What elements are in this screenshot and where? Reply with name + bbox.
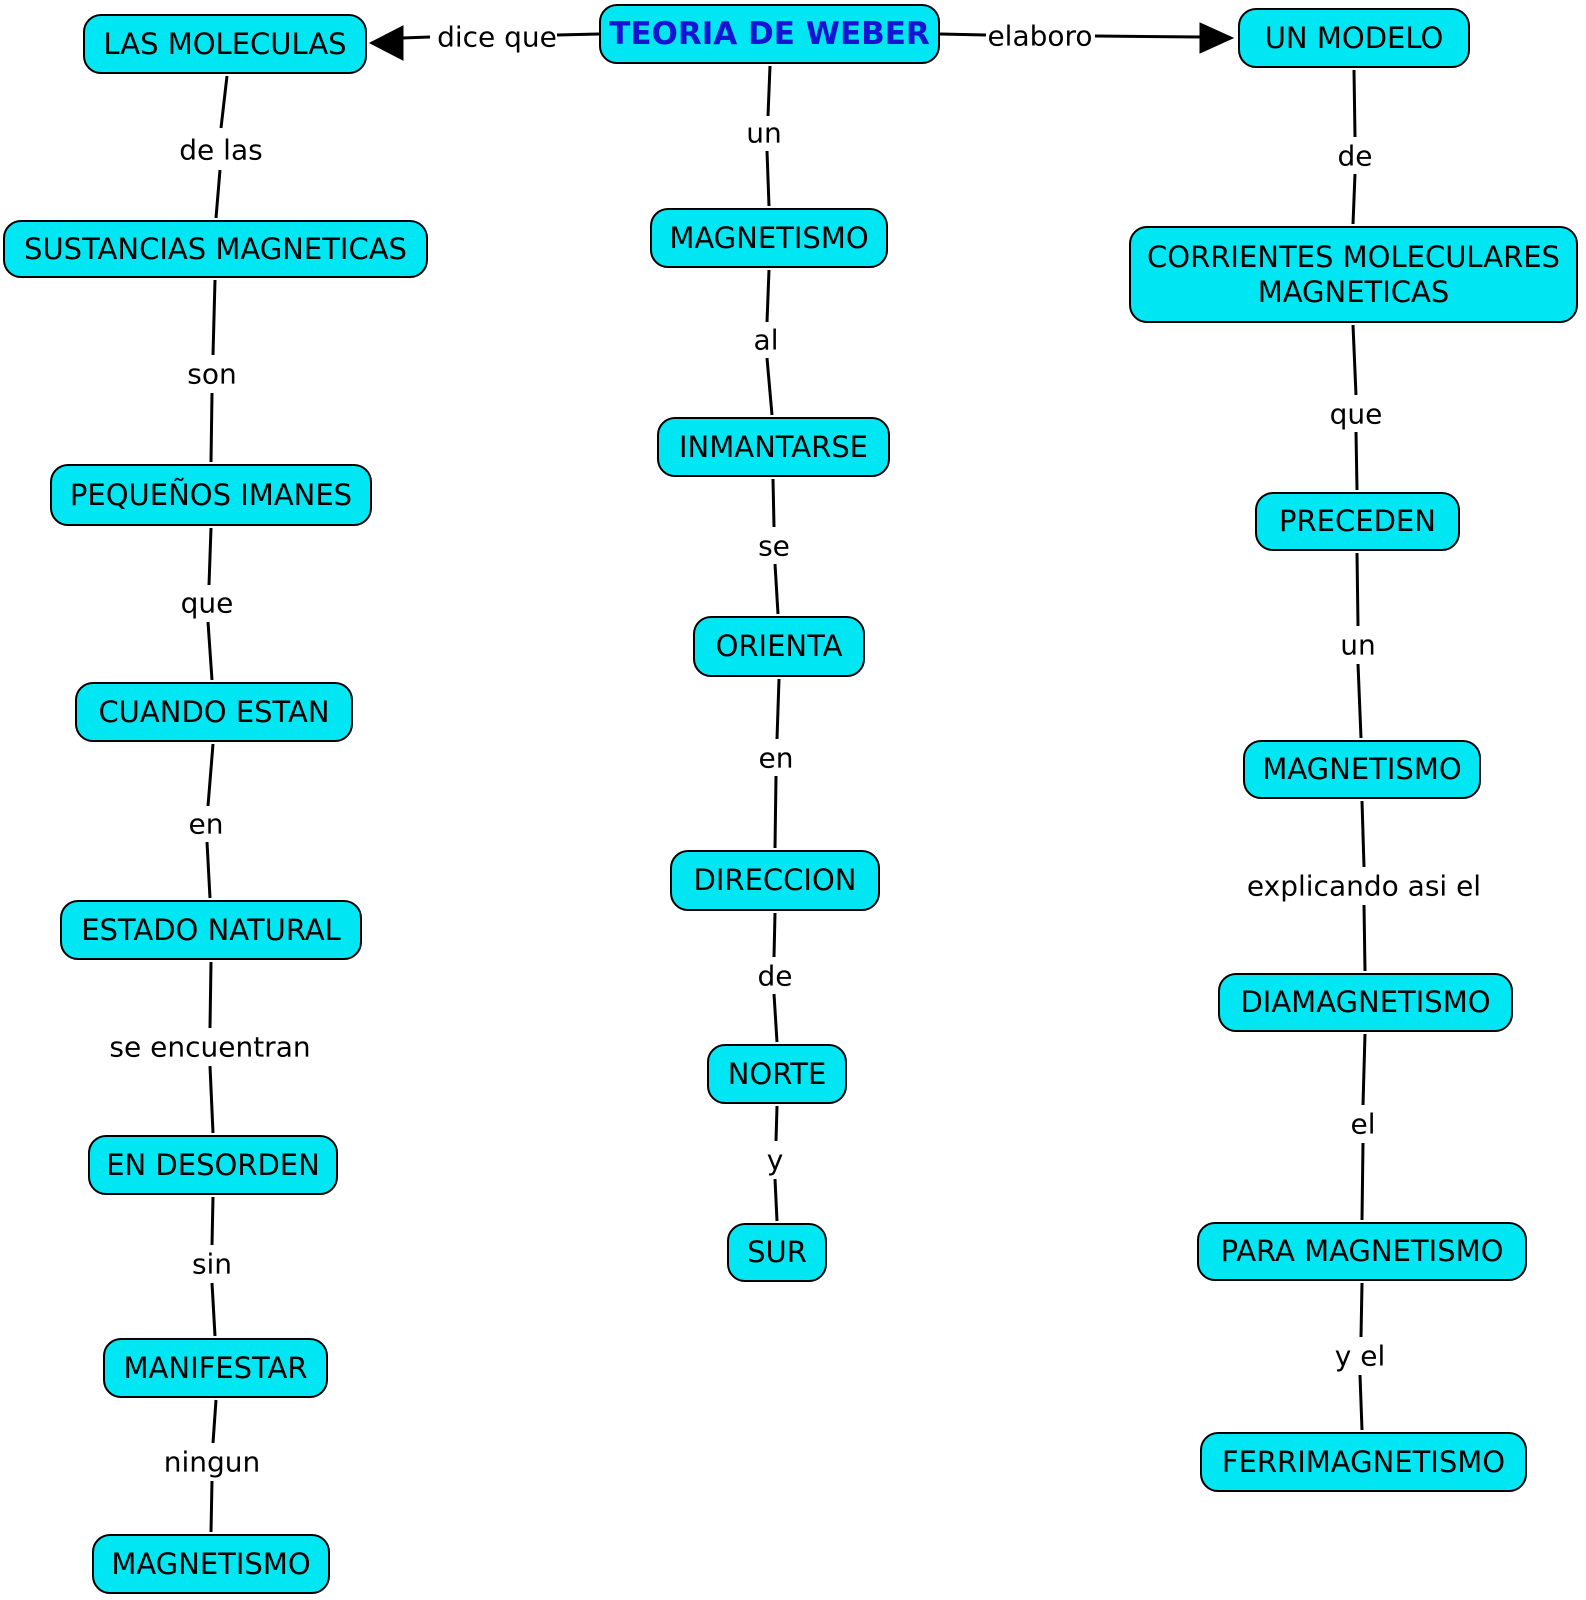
link-label-explicando-asi-el[interactable]: explicando asi el [1246, 869, 1482, 903]
link-label-en-left[interactable]: en [188, 807, 224, 841]
node-label: EN DESORDEN [106, 1147, 320, 1182]
node-magnetismo-left[interactable]: MAGNETISMO [92, 1534, 330, 1594]
link-label-y[interactable]: y [766, 1143, 784, 1177]
link-label-elaboro[interactable]: elaboro [987, 19, 1093, 53]
node-label: MAGNETISMO [669, 220, 869, 255]
node-label: UN MODELO [1264, 20, 1444, 55]
link-label-de-las[interactable]: de las [179, 133, 263, 167]
node-label: SUR [747, 1235, 807, 1270]
node-label: LAS MOLECULAS [103, 26, 347, 61]
link-label-y-el[interactable]: y el [1334, 1339, 1386, 1373]
node-norte[interactable]: NORTE [707, 1044, 847, 1104]
node-label: ORIENTA [715, 629, 843, 664]
node-un-modelo[interactable]: UN MODELO [1238, 8, 1470, 68]
link-label-se[interactable]: se [758, 529, 790, 563]
node-label: DIRECCION [693, 863, 857, 898]
arrowhead-left-icon [368, 25, 404, 61]
node-para-magnetismo[interactable]: PARA MAGNETISMO [1197, 1222, 1527, 1281]
node-direccion[interactable]: DIRECCION [670, 850, 880, 911]
node-label: DIAMAGNETISMO [1240, 985, 1491, 1020]
link-label-el[interactable]: el [1350, 1107, 1376, 1141]
node-label: MAGNETISMO [111, 1546, 311, 1581]
link-label-ningun[interactable]: ningun [163, 1445, 261, 1479]
link-label-se-encuentran[interactable]: se encuentran [109, 1030, 311, 1064]
node-label: PARA MAGNETISMO [1220, 1234, 1504, 1269]
node-sur[interactable]: SUR [727, 1223, 827, 1282]
node-label: PRECEDEN [1279, 504, 1436, 539]
link-label-un-right[interactable]: un [1340, 628, 1376, 662]
node-label: MANIFESTAR [123, 1350, 308, 1385]
arrowhead-right-icon [1199, 22, 1235, 54]
node-pequenos-imanes[interactable]: PEQUEÑOS IMANES [50, 464, 372, 526]
node-magnetismo-right[interactable]: MAGNETISMO [1243, 740, 1481, 799]
node-preceden[interactable]: PRECEDEN [1255, 492, 1460, 551]
link-label-sin[interactable]: sin [191, 1247, 233, 1281]
node-inmantarse[interactable]: INMANTARSE [657, 417, 890, 477]
node-label: CORRIENTES MOLECULARES MAGNETICAS [1147, 240, 1560, 309]
node-diamagnetismo[interactable]: DIAMAGNETISMO [1218, 973, 1513, 1032]
node-estado-natural[interactable]: ESTADO NATURAL [60, 900, 362, 960]
node-label: SUSTANCIAS MAGNETICAS [24, 231, 407, 266]
link-label-al[interactable]: al [753, 323, 779, 357]
link-label-que-right[interactable]: que [1329, 397, 1383, 431]
node-label: MAGNETISMO [1262, 752, 1462, 787]
node-sustancias-magneticas[interactable]: SUSTANCIAS MAGNETICAS [3, 220, 428, 278]
node-las-moleculas[interactable]: LAS MOLECULAS [83, 14, 367, 74]
node-label: INMANTARSE [679, 429, 868, 464]
node-ferrimagnetismo[interactable]: FERRIMAGNETISMO [1200, 1432, 1527, 1492]
link-label-de-right[interactable]: de [1337, 139, 1373, 173]
link-label-dice-que[interactable]: dice que [437, 20, 557, 54]
node-label: ESTADO NATURAL [81, 912, 341, 947]
link-label-son[interactable]: son [187, 357, 237, 391]
node-label: FERRIMAGNETISMO [1221, 1444, 1506, 1479]
link-label-un-center[interactable]: un [746, 116, 782, 150]
node-magnetismo-center[interactable]: MAGNETISMO [650, 208, 888, 268]
node-en-desorden[interactable]: EN DESORDEN [88, 1135, 338, 1195]
link-label-en-center[interactable]: en [758, 741, 794, 775]
node-orienta[interactable]: ORIENTA [693, 616, 865, 677]
link-label-de-center[interactable]: de [757, 959, 793, 993]
node-label: PEQUEÑOS IMANES [69, 477, 353, 512]
node-label: CUANDO ESTAN [98, 694, 330, 729]
node-manifestar[interactable]: MANIFESTAR [103, 1338, 328, 1398]
node-cuando-estan[interactable]: CUANDO ESTAN [75, 682, 353, 742]
node-label: NORTE [727, 1056, 827, 1091]
node-corrientes-moleculares-magneticas[interactable]: CORRIENTES MOLECULARES MAGNETICAS [1129, 226, 1578, 323]
link-label-que-left[interactable]: que [180, 586, 234, 620]
node-label: TEORIA DE WEBER [609, 15, 930, 52]
node-teoria-de-weber[interactable]: TEORIA DE WEBER [599, 4, 940, 64]
